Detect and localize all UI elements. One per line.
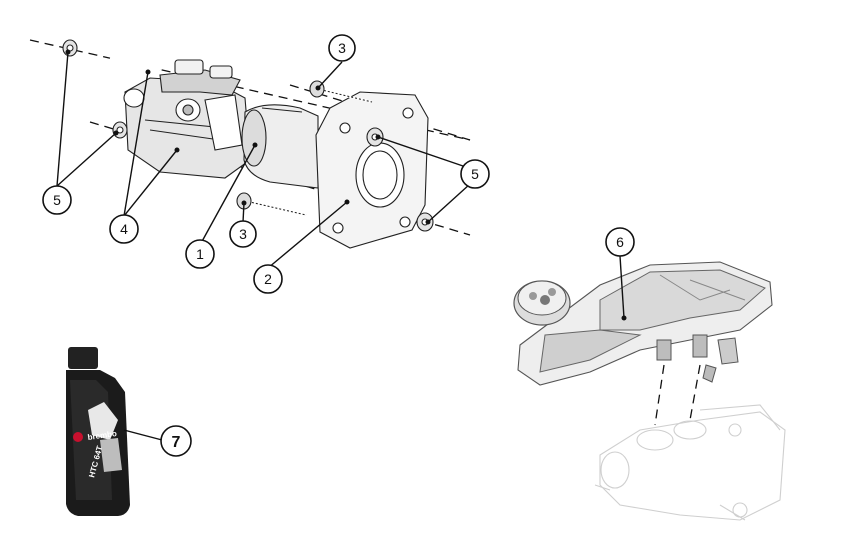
callout-2-label: 2 bbox=[264, 271, 272, 287]
callout-3-top: 3 bbox=[328, 34, 356, 62]
callout-6-label: 6 bbox=[616, 234, 624, 250]
mounting-plate bbox=[315, 91, 429, 249]
callout-3-top-label: 3 bbox=[338, 40, 346, 56]
booster-sleeve bbox=[241, 104, 319, 189]
callout-5-left: 5 bbox=[42, 185, 72, 215]
callout-7: 7 bbox=[160, 425, 192, 457]
callout-2: 2 bbox=[253, 264, 283, 294]
brand-logo-mark bbox=[73, 432, 83, 442]
brake-fluid-bottle: brembo HTC 64T 7 bbox=[66, 347, 192, 516]
reservoir-guide-right bbox=[689, 364, 701, 421]
callout-6: 6 bbox=[605, 227, 635, 257]
leader-lines bbox=[56, 51, 471, 269]
callout-4-label: 4 bbox=[120, 221, 128, 237]
reservoir-assembly: 6 bbox=[513, 227, 786, 521]
master-cylinder-body bbox=[123, 59, 251, 179]
bottle-brand-text: brembo bbox=[87, 429, 117, 442]
callout-7-label: 7 bbox=[172, 434, 181, 451]
callout-1: 1 bbox=[185, 239, 215, 269]
ghost-master-cylinder bbox=[594, 404, 786, 521]
callout-5-right-label: 5 bbox=[471, 166, 479, 182]
master-cylinder-assembly bbox=[29, 39, 471, 269]
label-checker-graphic bbox=[88, 402, 118, 440]
callout-3-bottom-label: 3 bbox=[239, 226, 247, 242]
reservoir-guide-left bbox=[654, 364, 665, 426]
bottle-cap bbox=[68, 347, 98, 369]
callout-3-bottom: 3 bbox=[229, 220, 257, 248]
callout-5-left-label: 5 bbox=[53, 192, 61, 208]
callout-5-right: 5 bbox=[460, 159, 490, 189]
callout-4: 4 bbox=[109, 214, 139, 244]
callout-1-label: 1 bbox=[196, 246, 204, 262]
